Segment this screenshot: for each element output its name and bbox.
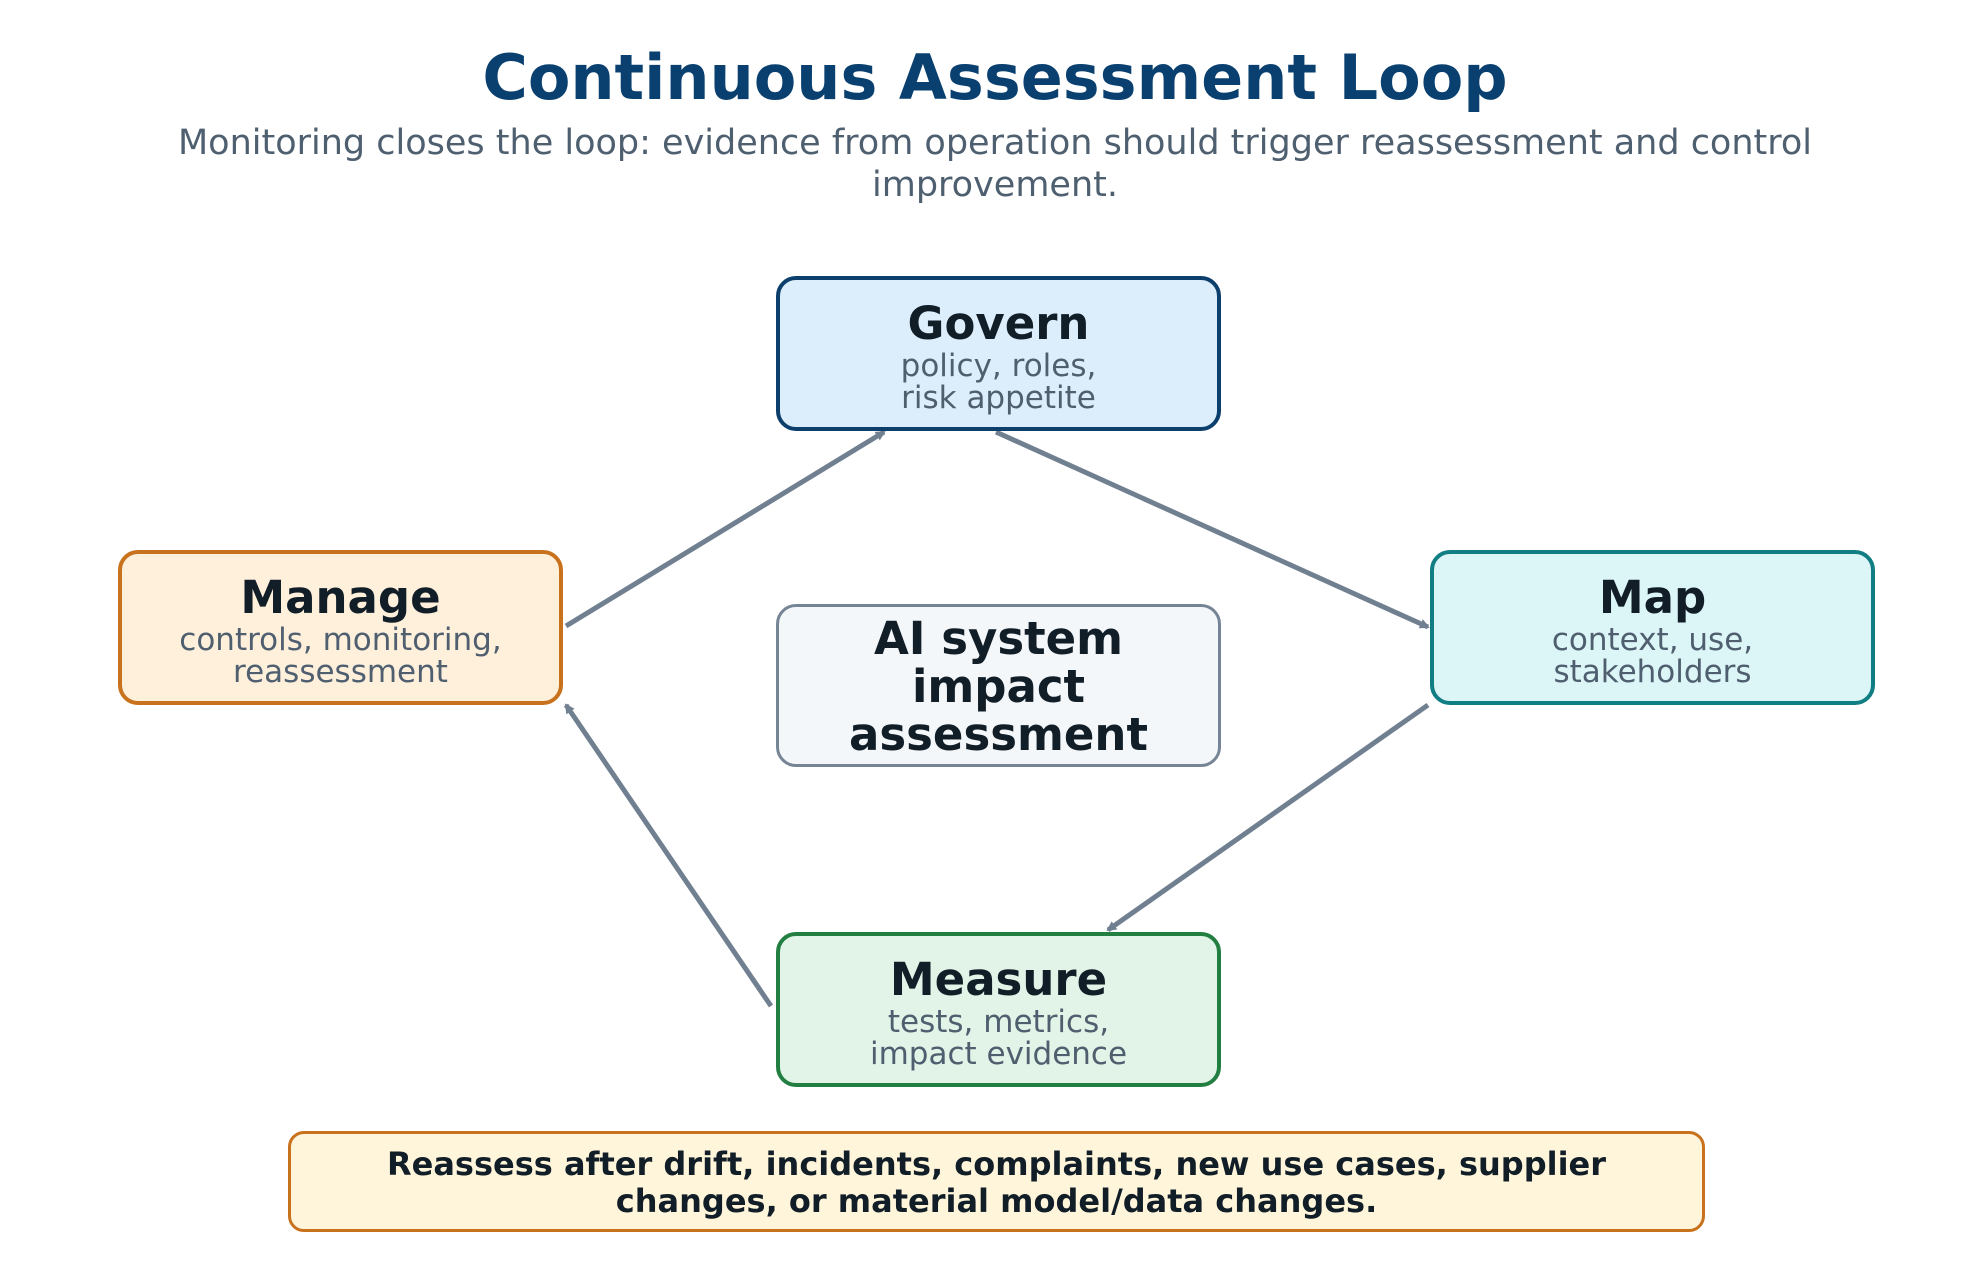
manage-line-1: controls, monitoring, xyxy=(179,622,502,658)
callout-line-1: Reassess after drift, incidents, complai… xyxy=(386,1145,1607,1183)
map-line-2: stakeholders xyxy=(1553,654,1752,690)
measure-line-2: impact evidence xyxy=(869,1036,1128,1072)
map-line-1: context, use, xyxy=(1551,622,1754,658)
center-line-1: AI system xyxy=(873,612,1124,665)
page-title: Continuous Assessment Loop xyxy=(482,41,1508,114)
govern-line-2: risk appetite xyxy=(901,380,1096,416)
center-node: AI system impact assessment xyxy=(776,604,1221,767)
govern-line-1: policy, roles, xyxy=(900,348,1097,384)
manage-title: Manage xyxy=(240,571,441,624)
arrow-map-to-measure xyxy=(1106,702,1430,933)
map-title: Map xyxy=(1598,571,1707,624)
measure-title: Measure xyxy=(889,953,1108,1006)
manage-node: Manage controls, monitoring, reassessmen… xyxy=(118,550,563,705)
measure-line-1: tests, metrics, xyxy=(887,1004,1110,1040)
arrow-manage-to-govern xyxy=(564,429,886,629)
callout-line-2: changes, or material model/data changes. xyxy=(615,1182,1378,1220)
map-node: Map context, use, stakeholders xyxy=(1430,550,1875,705)
arrow-measure-to-manage xyxy=(563,703,774,1008)
center-line-3: assessment xyxy=(849,708,1148,761)
manage-line-2: reassessment xyxy=(233,654,448,690)
center-line-2: impact xyxy=(911,660,1086,713)
arrow-govern-to-map xyxy=(994,429,1430,630)
govern-title: Govern xyxy=(907,297,1090,350)
measure-node: Measure tests, metrics, impact evidence xyxy=(776,932,1221,1087)
govern-node: Govern policy, roles, risk appetite xyxy=(776,276,1221,431)
reassessment-callout: Reassess after drift, incidents, complai… xyxy=(288,1131,1705,1232)
page-subtitle: Monitoring closes the loop: evidence fro… xyxy=(177,123,1813,205)
